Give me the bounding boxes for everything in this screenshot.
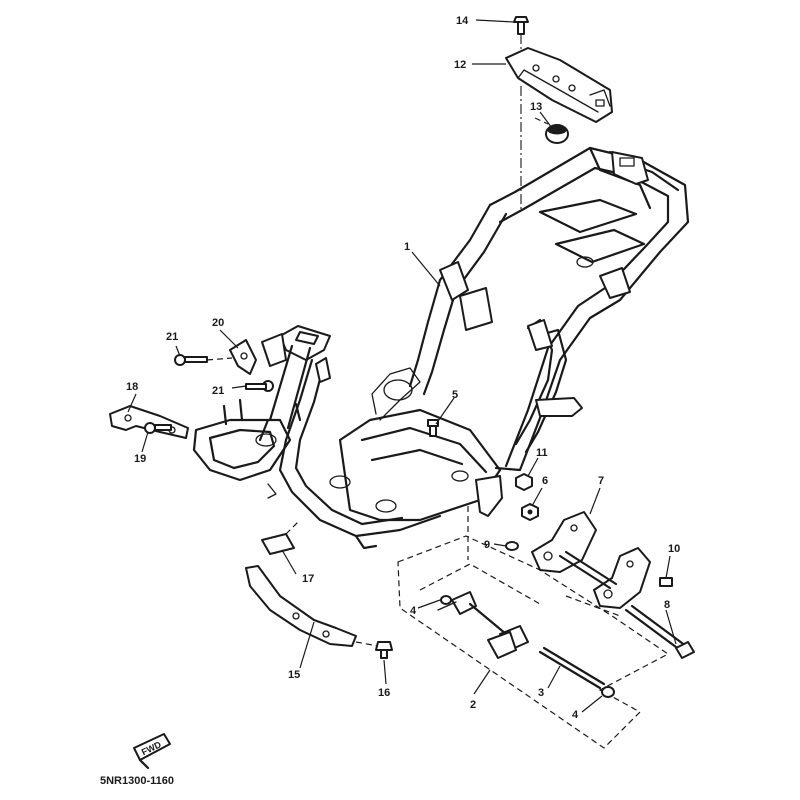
callout-2: 2 <box>470 699 476 711</box>
part-12-rear-bracket[interactable] <box>505 47 613 123</box>
part-19-bolt[interactable] <box>144 422 172 434</box>
part-6-nut[interactable] <box>521 503 539 521</box>
part-9-washer[interactable] <box>505 541 519 551</box>
part-15-lower-bracket[interactable] <box>245 565 357 647</box>
part-14-bolt[interactable] <box>513 16 529 35</box>
part-20-bracket[interactable] <box>229 339 257 375</box>
callout-4-upper: 4 <box>410 605 417 617</box>
part-5-bolt[interactable] <box>427 419 439 437</box>
callout-10: 10 <box>668 543 680 555</box>
part-17-pad[interactable] <box>261 533 295 555</box>
callout-7: 7 <box>598 475 604 487</box>
callout-19: 19 <box>134 453 146 465</box>
part-11-nut[interactable] <box>515 473 533 491</box>
callout-21-lower: 21 <box>212 385 224 397</box>
leader-lines <box>127 19 677 713</box>
part-2-pivot-assembly[interactable] <box>397 535 670 749</box>
callout-9: 9 <box>484 539 490 551</box>
part-21-bolt-lower[interactable] <box>245 380 274 392</box>
callout-8: 8 <box>664 599 670 611</box>
callout-17: 17 <box>302 573 314 585</box>
callout-labels: 14 12 13 1 20 21 21 18 19 5 11 6 7 9 10 … <box>126 15 680 721</box>
callout-13: 13 <box>530 101 542 113</box>
part-1-main-frame[interactable] <box>192 146 690 550</box>
callout-16: 16 <box>378 687 390 699</box>
callout-4-lower: 4 <box>572 709 579 721</box>
callout-14: 14 <box>456 15 469 27</box>
part-4-bushing-upper[interactable] <box>440 595 452 605</box>
part-21-bolt-upper[interactable] <box>174 354 208 366</box>
part-13-damper[interactable] <box>545 124 569 144</box>
part-8-long-bolt[interactable] <box>624 604 695 659</box>
document-number: 5NR1300-1160 <box>100 775 174 787</box>
part-16-bolt[interactable] <box>375 641 393 659</box>
callout-15: 15 <box>288 669 300 681</box>
part-7-engine-bracket[interactable] <box>531 511 597 573</box>
callout-12: 12 <box>454 59 466 71</box>
callout-11: 11 <box>536 447 548 459</box>
fwd-direction-icon <box>133 733 171 770</box>
part-4-bushing-lower[interactable] <box>601 686 615 698</box>
callout-3: 3 <box>538 687 544 699</box>
callout-6: 6 <box>542 475 548 487</box>
callout-1: 1 <box>404 241 410 253</box>
callout-18: 18 <box>126 381 138 393</box>
callout-21-upper: 21 <box>166 331 178 343</box>
callout-5: 5 <box>452 389 458 401</box>
part-3-collar[interactable] <box>538 646 606 690</box>
part-10-engine-bracket[interactable] <box>593 547 673 609</box>
callout-20: 20 <box>212 317 224 329</box>
